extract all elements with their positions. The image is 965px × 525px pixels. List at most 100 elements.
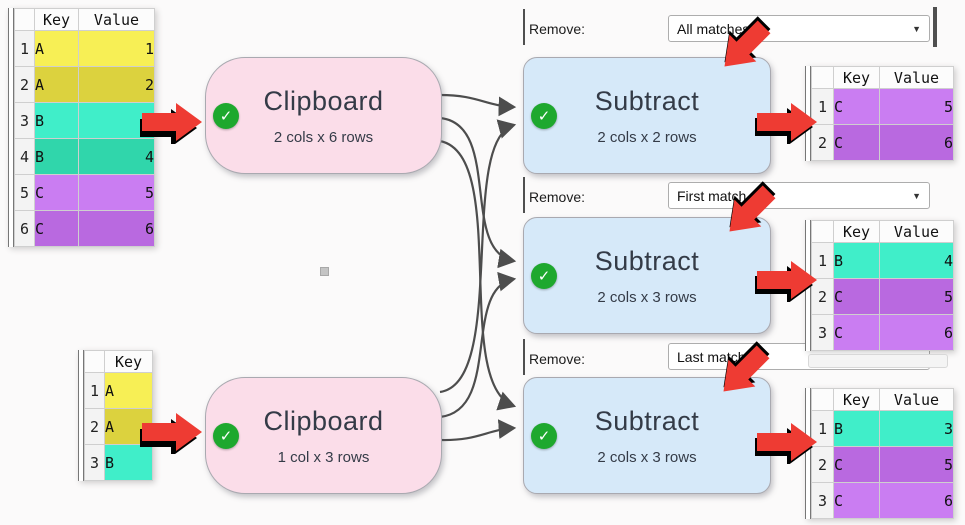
cell-value: 5 xyxy=(879,278,954,315)
wire-clip1-sub2 xyxy=(439,116,517,269)
row-number: 1 xyxy=(811,410,834,447)
wire-clip2-sub3 xyxy=(439,419,517,442)
cell-value: 4 xyxy=(879,242,954,279)
annotation-arrow-output-all-icon xyxy=(755,103,817,144)
row-number: 6 xyxy=(14,210,35,247)
cell-key: B xyxy=(104,444,153,481)
cell-value: 6 xyxy=(879,314,954,351)
remove-mode-select-all[interactable]: All matches ▼ xyxy=(668,15,930,42)
node-size-label: 2 cols x 2 rows xyxy=(597,128,697,146)
row-number: 1 xyxy=(84,372,105,409)
horizontal-scrollbar[interactable] xyxy=(808,354,948,368)
annotation-arrow-input-top-icon xyxy=(140,103,202,144)
node-subtract-all[interactable]: ✓ Subtract 2 cols x 2 rows xyxy=(523,57,771,174)
check-icon: ✓ xyxy=(213,102,239,129)
corner-cell xyxy=(811,220,834,243)
cell-key: A xyxy=(104,372,153,409)
wire-clip1-sub3 xyxy=(439,139,517,411)
node-title: Clipboard xyxy=(263,405,384,436)
wire-clip1-sub1 xyxy=(439,93,517,117)
row-number: 3 xyxy=(84,444,105,481)
cell-key: C xyxy=(833,124,880,161)
node-clipboard-bottom[interactable]: ✓ Clipboard 1 col x 3 rows xyxy=(205,377,442,494)
cell-value: 6 xyxy=(879,124,954,161)
table-header-row: Key Value xyxy=(811,388,954,411)
node-size-label: 1 col x 3 rows xyxy=(277,448,370,466)
row-number: 2 xyxy=(811,278,834,315)
cell-key: C xyxy=(833,446,880,483)
cell-key: B xyxy=(34,138,79,175)
cell-value: 4 xyxy=(78,138,155,175)
cell-key: C xyxy=(833,88,880,125)
remove-mode-value: First match xyxy=(677,187,747,204)
panel-edge-divider xyxy=(523,177,525,213)
cell-key: C xyxy=(833,314,880,351)
node-clipboard-top[interactable]: ✓ Clipboard 2 cols x 6 rows xyxy=(205,57,442,174)
cell-key: C xyxy=(34,210,79,247)
node-title: Clipboard xyxy=(263,85,384,116)
node-subtract-last[interactable]: ✓ Subtract 2 cols x 3 rows xyxy=(523,377,771,494)
node-subtract-first[interactable]: ✓ Subtract 2 cols x 3 rows xyxy=(523,217,771,334)
cell-value: 5 xyxy=(879,88,954,125)
remove-label: Remove: xyxy=(529,189,586,205)
column-header: Key xyxy=(833,220,880,243)
row-number: 4 xyxy=(14,138,35,175)
corner-cell xyxy=(14,8,35,31)
cell-value: 3 xyxy=(879,410,954,447)
annotation-arrow-input-bottom-icon xyxy=(140,413,202,454)
cell-key: C xyxy=(833,278,880,315)
check-icon: ✓ xyxy=(531,262,557,289)
remove-label: Remove: xyxy=(529,21,586,37)
table-input-main[interactable]: Key Value 1A1 2A2 3B3 4B4 5C5 6C6 xyxy=(8,8,155,247)
pane-scrollbar[interactable] xyxy=(805,388,811,519)
row-number: 5 xyxy=(14,174,35,211)
pane-scrollbar[interactable] xyxy=(805,66,811,161)
row-number: 2 xyxy=(14,66,35,103)
annotation-arrow-subtract-last-icon xyxy=(723,341,770,392)
pane-scrollbar[interactable] xyxy=(78,350,84,481)
pane-scrollbar[interactable] xyxy=(8,8,14,247)
cell-value: 1 xyxy=(78,30,155,67)
table-header-row: Key Value xyxy=(811,220,954,243)
node-title: Subtract xyxy=(594,85,700,116)
chevron-down-icon: ▼ xyxy=(912,190,921,201)
row-number: 3 xyxy=(811,482,834,519)
column-header: Value xyxy=(879,388,954,411)
cell-value: 6 xyxy=(879,482,954,519)
cell-value: 2 xyxy=(78,66,155,103)
remove-mode-select-first[interactable]: First match ▼ xyxy=(668,182,930,209)
cell-key: B xyxy=(833,410,880,447)
node-size-label: 2 cols x 3 rows xyxy=(597,448,697,466)
cell-key: C xyxy=(833,482,880,519)
row-number: 3 xyxy=(14,102,35,139)
wire-clip2-sub2 xyxy=(439,271,517,419)
node-size-label: 2 cols x 3 rows xyxy=(597,288,697,306)
node-title: Subtract xyxy=(594,405,700,436)
cell-value: 5 xyxy=(78,174,155,211)
cell-key: A xyxy=(34,66,79,103)
annotation-arrow-output-last-icon xyxy=(755,423,817,464)
table-row: 3B3 xyxy=(14,102,155,139)
annotation-arrow-subtract-first-icon xyxy=(729,181,776,232)
row-number: 3 xyxy=(811,314,834,351)
column-header: Key xyxy=(833,388,880,411)
check-icon: ✓ xyxy=(531,422,557,449)
cell-key: B xyxy=(833,242,880,279)
cell-key: B xyxy=(34,102,79,139)
corner-cell xyxy=(84,350,105,373)
column-header: Key xyxy=(833,66,880,89)
